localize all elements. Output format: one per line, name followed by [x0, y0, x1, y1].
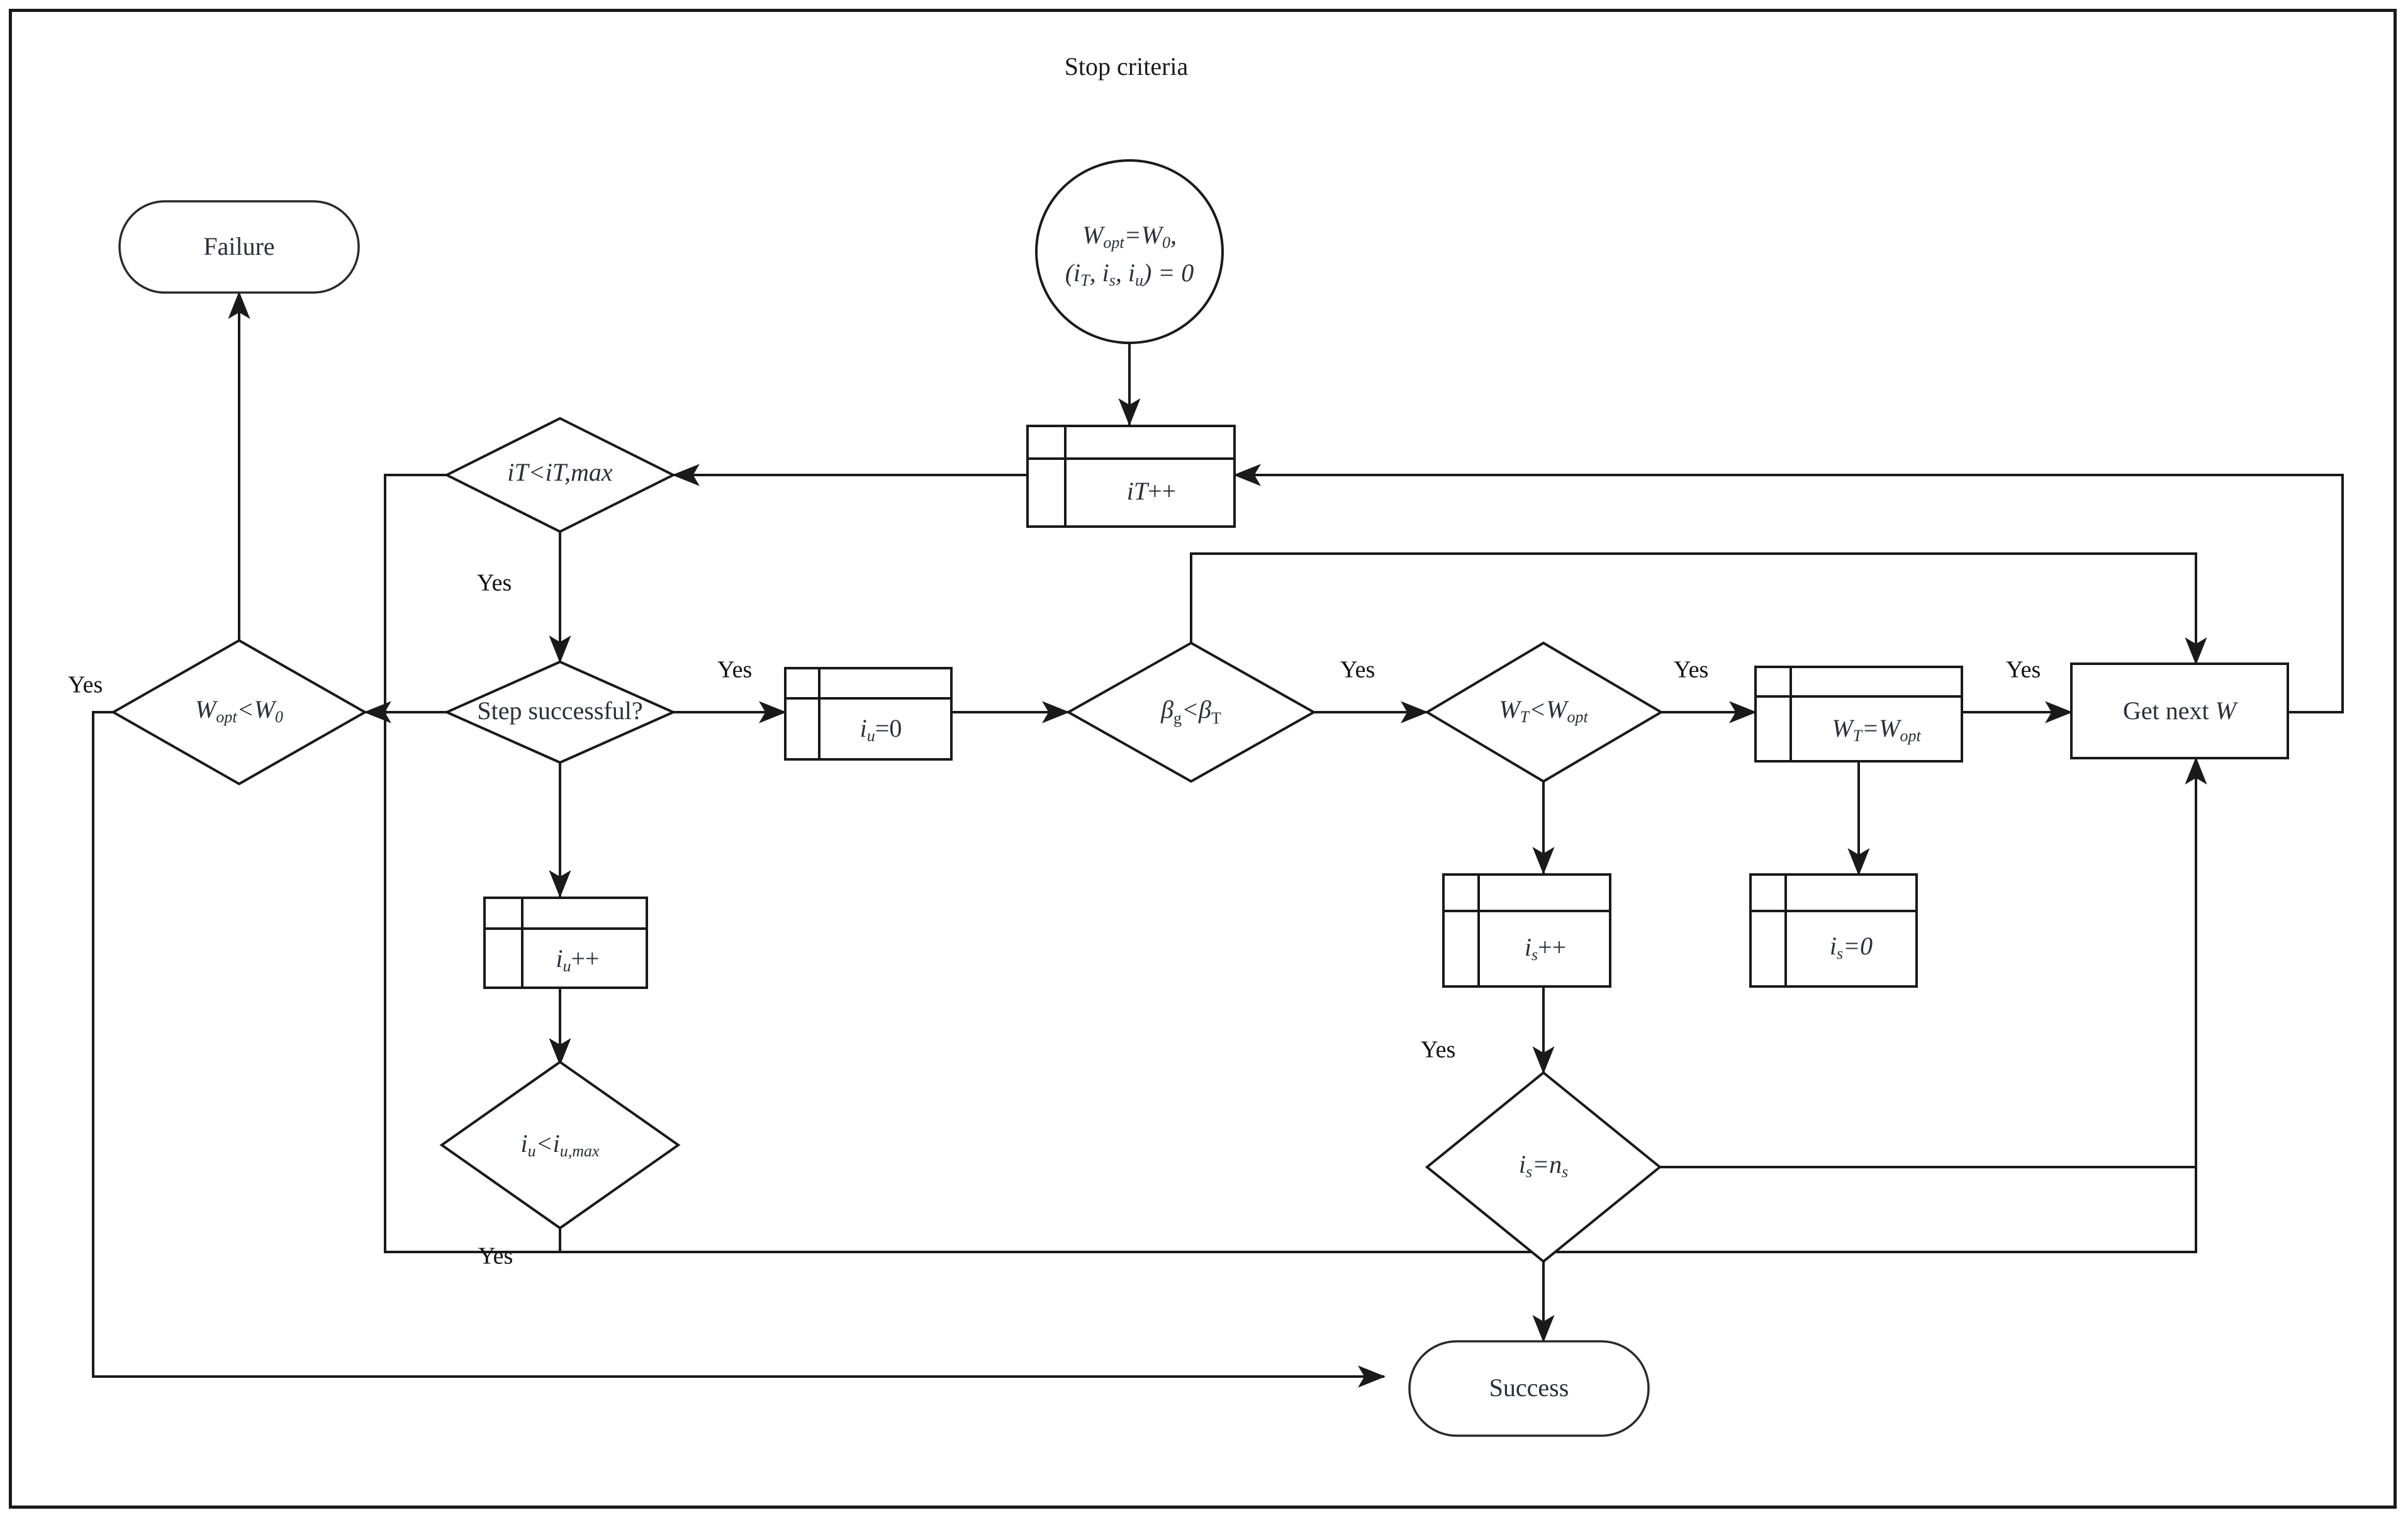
svg-text:βg<βT: βg<βT	[1160, 695, 1221, 727]
success-terminator: Success	[1408, 1340, 1650, 1437]
edge-label-yes-beta: Yes	[1340, 657, 1375, 683]
edge-label-yes-step: Yes	[717, 657, 752, 683]
iu-reset-process: iu=0	[784, 667, 953, 761]
it-max-decision: iT<iT,max	[444, 416, 676, 534]
edge-label-yes-iumax: Yes	[478, 1243, 513, 1270]
svg-text:iu=0: iu=0	[860, 714, 902, 745]
beta-decision: βg<βT	[1065, 641, 1317, 783]
is-reset-process: is=0	[1749, 873, 1918, 988]
edge-iumax-yes-to-getnextw	[559, 757, 2207, 1253]
svg-text:iu++: iu++	[556, 944, 599, 975]
svg-text:Step successful?: Step successful?	[477, 696, 642, 725]
svg-text:iT<iT,max: iT<iT,max	[507, 458, 613, 486]
edge-beta-top-to-getnextw	[1190, 552, 2207, 665]
is-equals-ns-decision: is=ns	[1425, 1071, 1662, 1263]
svg-text:is++: is++	[1525, 933, 1566, 964]
failure-terminator: Failure	[118, 200, 360, 294]
svg-text:is=ns: is=ns	[1519, 1150, 1568, 1181]
edge-label-yes-wtassign: Yes	[2006, 657, 2041, 683]
edge-label-yes-itmax: Yes	[477, 570, 512, 596]
wopt-lt-w0-decision: Wopt<W0	[110, 639, 368, 786]
edge-woptw0-yes-to-success	[92, 711, 1386, 1388]
wt-lt-wopt-decision: WT<Wopt	[1425, 641, 1664, 783]
edge-getnextw-to-itinc	[1233, 464, 2344, 713]
wt-assign-process: WT=Wopt	[1754, 666, 1963, 763]
svg-text:iT++: iT++	[1127, 477, 1176, 505]
edge-label-yes-wopt: Yes	[68, 672, 103, 698]
svg-text:Get next W: Get next W	[2123, 696, 2239, 725]
svg-text:WT=Wopt: WT=Wopt	[1832, 714, 1921, 745]
iu-max-decision: iu<iu,max	[439, 1060, 681, 1230]
edge-label-yes-isinc: Yes	[1421, 1037, 1455, 1063]
svg-text:(iT, is, iu) = 0: (iT, is, iu) = 0	[1065, 259, 1194, 289]
start-ellipse: Wopt=W0, (iT, is, iu) = 0	[1035, 159, 1224, 344]
svg-text:Wopt<W0: Wopt<W0	[195, 695, 283, 726]
svg-text:Wopt=W0,: Wopt=W0,	[1082, 221, 1177, 252]
is-increment-process: is++	[1442, 873, 1611, 988]
it-increment-process: iT++	[1026, 425, 1236, 528]
edge-label-yes-wt: Yes	[1674, 657, 1708, 683]
edge-itmax-left-rail	[384, 474, 673, 1253]
step-successful-decision: Step successful?	[444, 660, 676, 764]
svg-text:Success: Success	[1489, 1373, 1569, 1402]
svg-text:is=0: is=0	[1830, 932, 1873, 963]
page-title: Stop criteria	[1065, 52, 1189, 81]
svg-text:iu<iu,max: iu<iu,max	[520, 1129, 600, 1160]
iu-increment-process: iu++	[483, 897, 648, 989]
get-next-w-process: Get next W	[2070, 662, 2289, 759]
svg-text:Failure: Failure	[203, 232, 274, 260]
svg-text:WT<Wopt: WT<Wopt	[1499, 695, 1588, 726]
